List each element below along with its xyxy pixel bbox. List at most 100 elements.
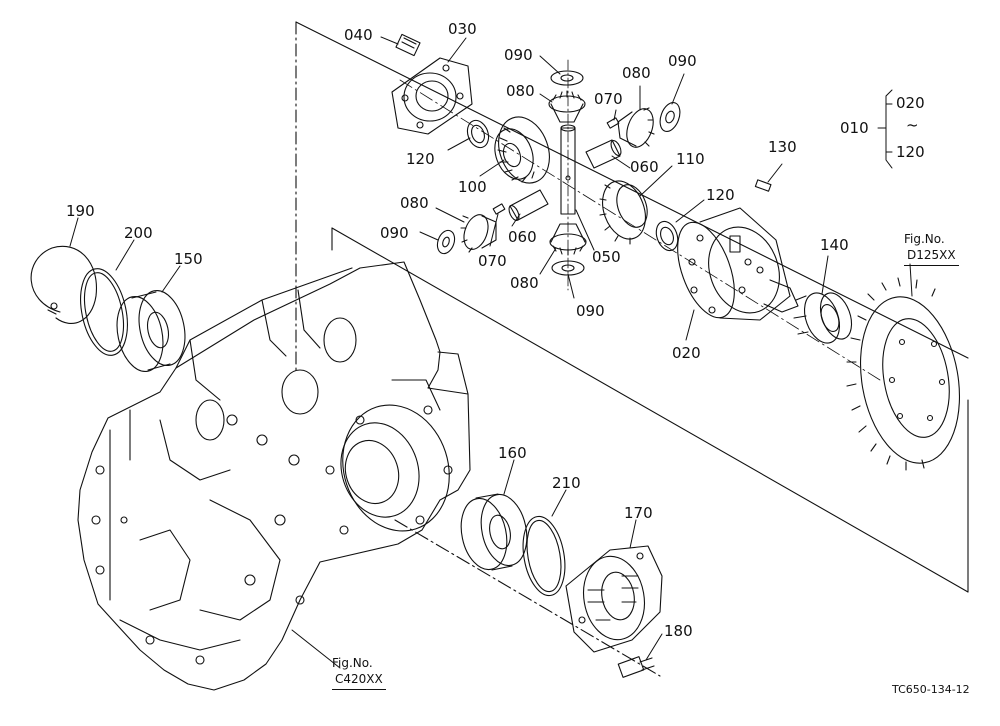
leader-070b [489, 213, 499, 247]
ring-gear [846, 277, 961, 471]
leader-160 [503, 459, 515, 495]
leader-200 [115, 239, 135, 271]
leader-070a [613, 109, 617, 121]
leader-090a [539, 55, 561, 75]
part-label-160: 160 [498, 444, 527, 462]
short-shaft-060-left [508, 189, 549, 221]
part-label-180: 180 [664, 622, 693, 640]
fig-ref-code: C420XX [332, 671, 386, 690]
part-label-090: 090 [380, 224, 409, 242]
bolt-180 [617, 656, 655, 678]
fig-ref-label: Fig.No. [332, 656, 373, 670]
leader-120a [447, 137, 471, 151]
leader-060a [611, 155, 631, 169]
taper-bearing-140 [793, 292, 853, 344]
transmission-housing [77, 261, 471, 691]
part-label-080: 080 [510, 274, 539, 292]
leader-120b [675, 199, 705, 223]
ball-bearing-160 [460, 493, 528, 571]
part-label-020: 020 [672, 344, 701, 362]
pinion-gear-080-right [617, 107, 655, 148]
part-label-050: 050 [592, 248, 621, 266]
leader-080c [435, 207, 465, 223]
part-label-040: 040 [344, 26, 373, 44]
assembly-label-010: 010 [840, 119, 869, 137]
drawing-number: TC650-134-12 [892, 683, 970, 696]
leader-110 [639, 165, 673, 197]
part-label-070: 070 [594, 90, 623, 108]
explode-line [331, 227, 969, 593]
leader-100 [479, 159, 505, 177]
o-ring-200 [80, 268, 128, 356]
part-label-030: 030 [448, 20, 477, 38]
part-label-080: 080 [506, 82, 535, 100]
part-label-170: 170 [624, 504, 653, 522]
part-label-080: 080 [400, 194, 429, 212]
part-label-090: 090 [576, 302, 605, 320]
leader-050 [575, 209, 595, 251]
bearing-cover-030 [391, 57, 473, 135]
part-label-120: 120 [406, 150, 435, 168]
pinion-gear-080-left [460, 214, 497, 253]
part-label-070: 070 [478, 252, 507, 270]
leader-020 [685, 309, 695, 341]
leader-080d [539, 247, 557, 275]
fig-ref-code: D125XX [904, 247, 959, 266]
leader-090c [419, 231, 439, 241]
thrust-washer-090-right [659, 102, 681, 132]
part-label-090: 090 [504, 46, 533, 64]
leader-170 [629, 519, 637, 549]
leader-180 [645, 633, 663, 661]
assembly-range-sep: ~ [906, 116, 919, 134]
fig-ref-ring-gear: Fig.No. D125XX [904, 232, 959, 266]
part-label-100: 100 [458, 178, 487, 196]
part-label-120: 120 [706, 186, 735, 204]
part-label-190: 190 [66, 202, 95, 220]
side-gear-110 [599, 180, 648, 245]
assembly-bracket [877, 89, 893, 169]
assembly-range-end: 120 [896, 143, 925, 161]
explode-line [394, 519, 661, 677]
leader-090d [567, 273, 575, 299]
leader-130 [767, 163, 783, 183]
leader-080a [539, 93, 553, 103]
part-label-080: 080 [622, 64, 651, 82]
o-ring-210 [522, 515, 566, 597]
pin-070-top [606, 117, 620, 129]
bearing-holder-170 [565, 545, 663, 653]
ball-bearing-150 [116, 290, 186, 372]
part-label-150: 150 [174, 250, 203, 268]
part-label-140: 140 [820, 236, 849, 254]
part-label-060: 060 [630, 158, 659, 176]
figref-leader-ring [909, 263, 913, 297]
leader-090b [671, 73, 685, 105]
part-label-060: 060 [508, 228, 537, 246]
pin-070-bottom [492, 203, 506, 215]
fig-ref-label: Fig.No. [904, 232, 945, 246]
bolt-040 [395, 33, 421, 57]
thrust-washer-090-top [550, 70, 584, 86]
part-label-130: 130 [768, 138, 797, 156]
pin-130 [754, 179, 772, 192]
leader-150 [161, 265, 181, 293]
part-label-210: 210 [552, 474, 581, 492]
pinion-gear-080-top [548, 90, 586, 123]
thrust-washer-090-left [436, 229, 456, 255]
pinion-shaft-050 [560, 124, 576, 215]
leader-140 [821, 255, 829, 295]
figref-leader-housing [291, 629, 341, 669]
part-label-110: 110 [676, 150, 705, 168]
shim-120-left [466, 119, 490, 149]
shim-120-right [655, 220, 679, 252]
short-shaft-060-right [585, 139, 622, 169]
leader-030 [447, 37, 467, 63]
side-gear-100 [494, 116, 550, 184]
leader-190 [69, 217, 79, 247]
leader-210 [551, 489, 567, 517]
differential-case-020 [677, 207, 799, 321]
leader-040 [380, 36, 399, 45]
explode-line [295, 21, 969, 359]
pinion-gear-080-bottom [549, 223, 587, 256]
fig-ref-housing: Fig.No. C420XX [332, 656, 386, 690]
